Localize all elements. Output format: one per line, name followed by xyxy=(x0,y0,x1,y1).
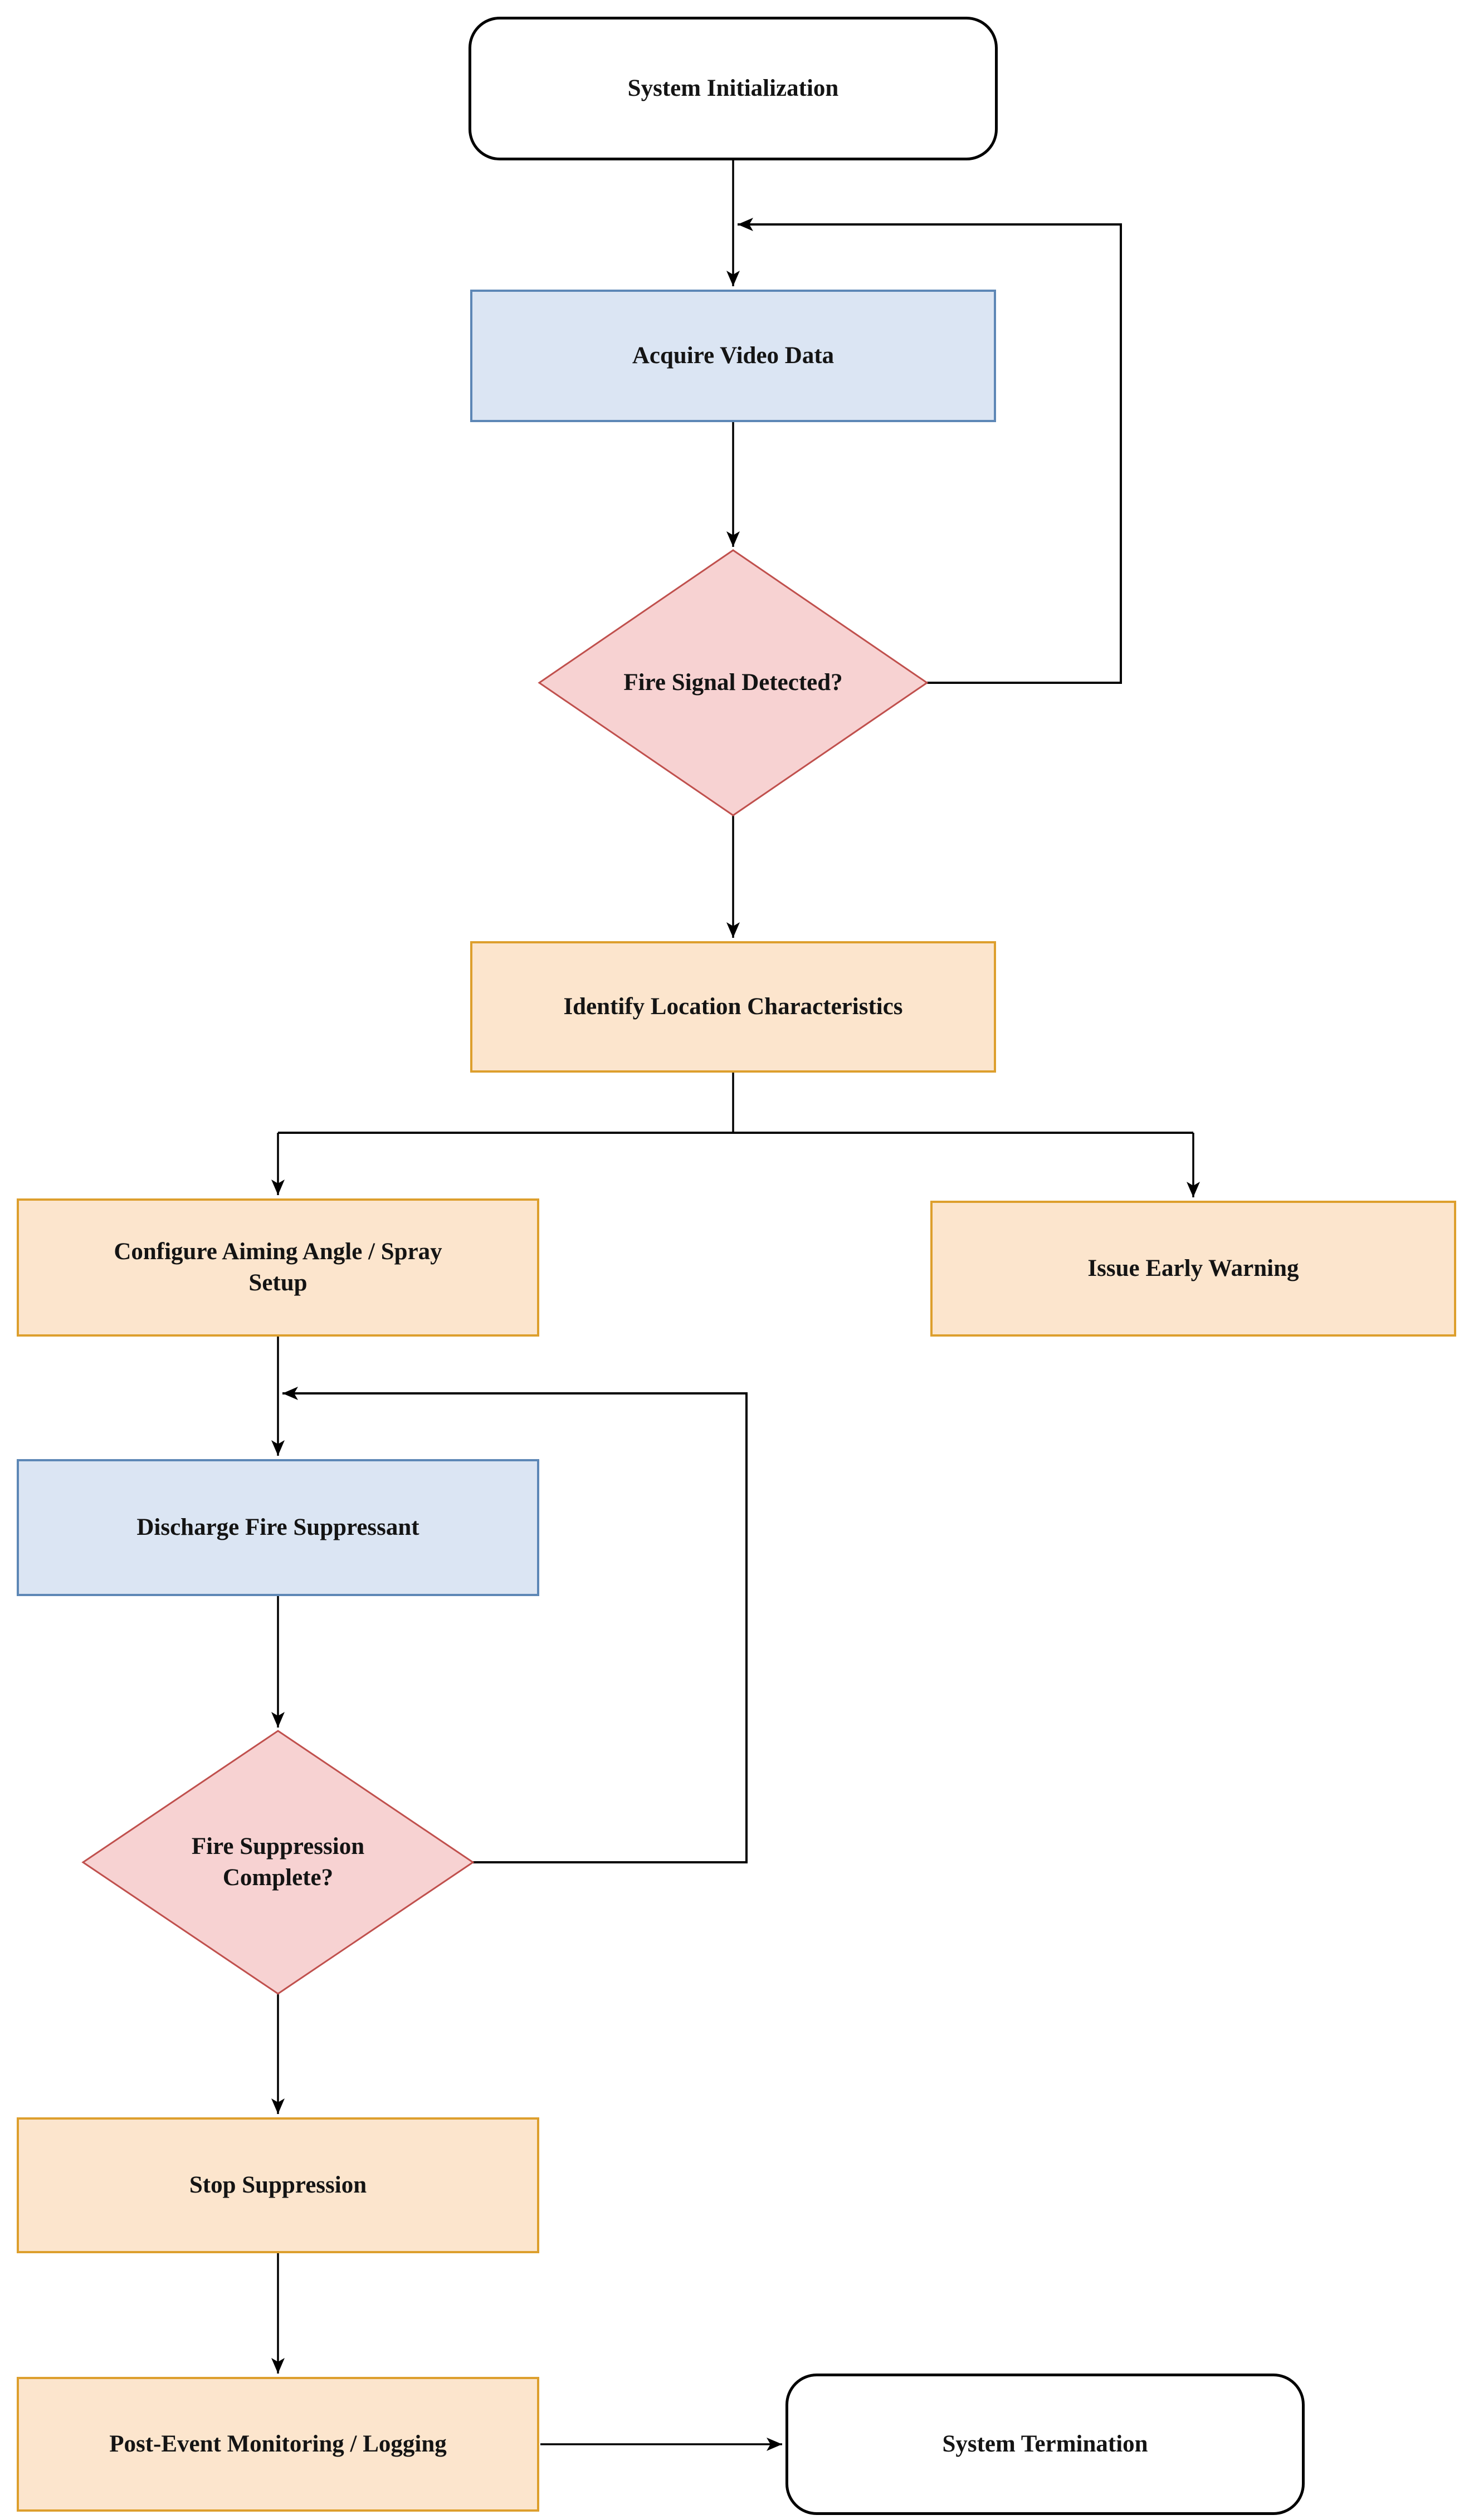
node-identify-location-characteristics: Identify Location Characteristics xyxy=(470,941,996,1073)
node-acquire-video-data: Acquire Video Data xyxy=(470,290,996,422)
node-system-initialization-label: System Initialization xyxy=(627,75,839,102)
node-stop-suppression-label: Stop Suppression xyxy=(189,2172,367,2199)
decision-fire-suppression-complete-label: Fire Suppression Complete? xyxy=(191,1833,365,1891)
decision-fire-suppression-complete-shape xyxy=(81,1730,475,1995)
node-discharge-fire-suppressant-label: Discharge Fire Suppressant xyxy=(136,1514,419,1541)
node-stop-suppression: Stop Suppression xyxy=(17,2117,539,2253)
decision-fire-signal-detected: Fire Signal Detected? xyxy=(557,646,909,720)
node-acquire-video-data-label: Acquire Video Data xyxy=(632,342,835,369)
node-issue-early-warning-label: Issue Early Warning xyxy=(1087,1255,1299,1282)
node-configure-aiming-angle-spray-setup-label: Configure Aiming Angle / Spray Setup xyxy=(114,1239,442,1296)
node-system-initialization: System Initialization xyxy=(469,17,998,160)
node-issue-early-warning: Issue Early Warning xyxy=(930,1201,1456,1337)
decision-fire-signal-detected-label: Fire Signal Detected? xyxy=(623,669,843,696)
node-system-termination: System Termination xyxy=(785,2374,1305,2515)
node-system-termination-label: System Termination xyxy=(942,2431,1148,2458)
decision-fire-signal-detected-shape xyxy=(538,549,929,816)
node-post-event-monitoring-logging: Post-Event Monitoring / Logging xyxy=(17,2377,539,2512)
node-post-event-monitoring-logging-label: Post-Event Monitoring / Logging xyxy=(109,2431,447,2458)
connector-loop-suppression-incomplete xyxy=(282,1387,748,1863)
node-identify-location-characteristics-label: Identify Location Characteristics xyxy=(563,994,903,1020)
node-discharge-fire-suppressant: Discharge Fire Suppressant xyxy=(17,1459,539,1596)
decision-fire-suppression-complete: Fire Suppression Complete? xyxy=(133,1799,423,1926)
connector-loop-no-fire-signal xyxy=(738,218,1122,684)
node-configure-aiming-angle-spray-setup: Configure Aiming Angle / Spray Setup xyxy=(17,1198,539,1337)
